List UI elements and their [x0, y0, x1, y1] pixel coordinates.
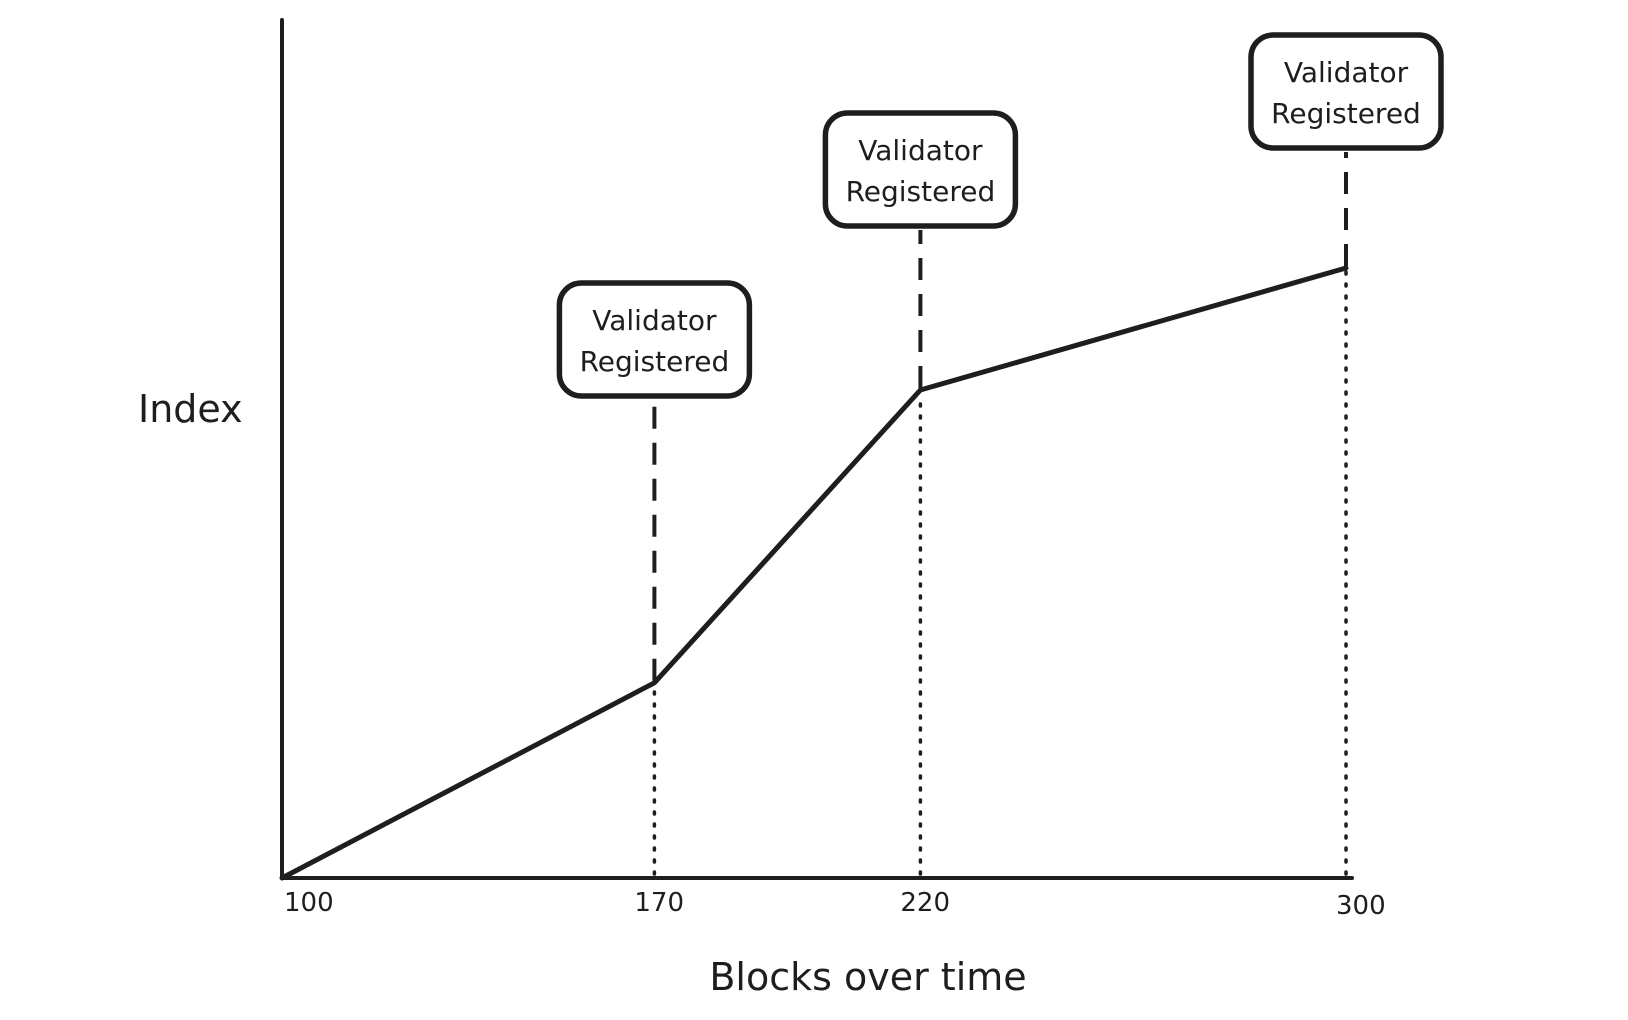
callout-box — [822, 110, 1019, 229]
guides-layer — [652, 152, 1348, 876]
callout-label-line1: Validator — [858, 134, 983, 167]
axes-layer — [280, 18, 1354, 880]
callouts-layer: ValidatorRegisteredValidatorRegisteredVa… — [556, 32, 1444, 399]
callout-box — [1248, 32, 1444, 151]
callout-label-line1: Validator — [1284, 56, 1409, 89]
callout-label-line2: Registered — [1271, 97, 1421, 130]
callout-label-line2: Registered — [846, 175, 996, 208]
x-tick-label: 100 — [284, 888, 334, 918]
callout-label-line1: Validator — [592, 304, 717, 337]
callout-label-line2: Registered — [580, 345, 730, 378]
labels-layer: Index Blocks over time 100 170 220 300 — [138, 387, 1386, 999]
y-axis-title: Index — [138, 387, 243, 431]
x-tick-label: 300 — [1336, 891, 1386, 921]
series-layer — [279, 265, 1349, 881]
series-line — [279, 265, 1349, 881]
x-tick-label: 220 — [900, 888, 950, 918]
x-axis-title: Blocks over time — [709, 955, 1026, 999]
x-tick-label: 170 — [634, 888, 684, 918]
callout-box — [556, 280, 753, 399]
